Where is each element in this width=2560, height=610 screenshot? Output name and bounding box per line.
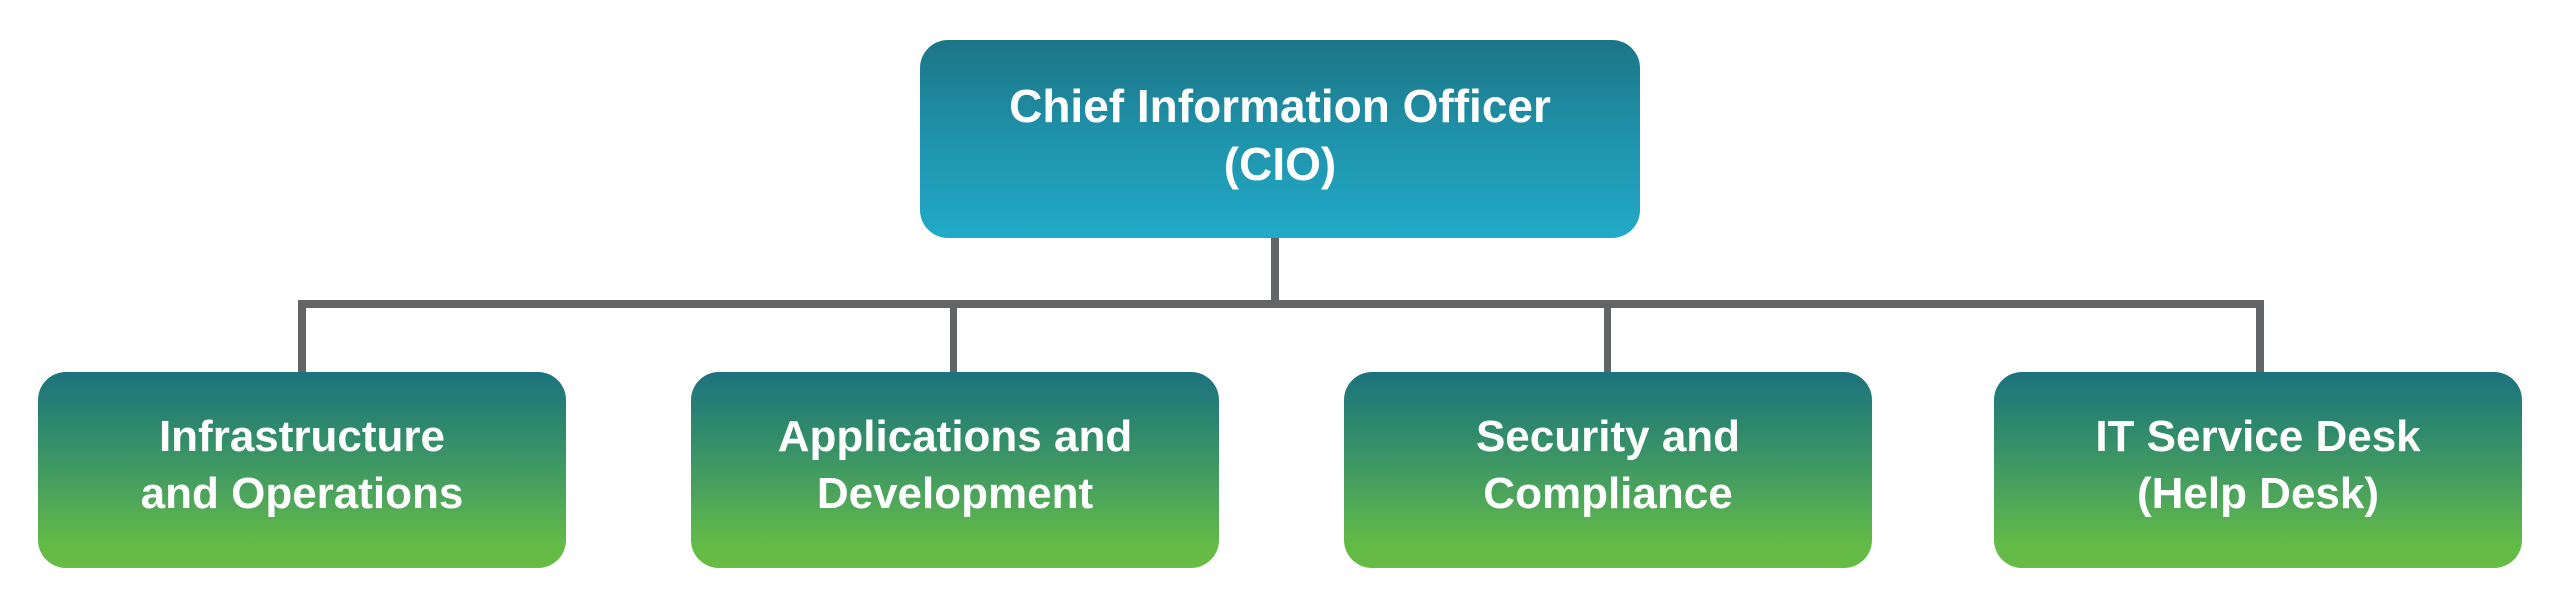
node-label-line: Development	[816, 469, 1094, 518]
connector-drop-security	[1604, 300, 1611, 374]
node-label-line: Compliance	[1483, 469, 1733, 518]
node-it-service-desk: IT Service Desk (Help Desk)	[1994, 372, 2522, 568]
node-label-line: Security and	[1475, 412, 1741, 461]
node-label-line: and Operations	[140, 469, 464, 518]
node-label-line: Infrastructure	[158, 412, 446, 461]
node-label-line: (Help Desk)	[2136, 469, 2380, 518]
node-applications-development: Applications and Development	[691, 372, 1219, 568]
connector-drop-service-desk	[2256, 300, 2264, 374]
node-label-line: Applications and	[777, 412, 1133, 461]
node-security-compliance: Security and Compliance	[1344, 372, 1872, 568]
node-infrastructure-operations: Infrastructure and Operations	[38, 372, 566, 568]
node-label-line: IT Service Desk	[2095, 412, 2421, 461]
node-cio-title: Chief Information Officer	[1009, 80, 1551, 132]
connector-drop-infrastructure	[298, 300, 306, 374]
connector-trunk	[1271, 236, 1279, 306]
connector-drop-applications	[950, 300, 957, 374]
connector-horizontal-bar	[298, 300, 2264, 308]
node-cio: Chief Information Officer (CIO)	[920, 40, 1640, 238]
node-cio-abbrev: (CIO)	[1223, 138, 1337, 190]
